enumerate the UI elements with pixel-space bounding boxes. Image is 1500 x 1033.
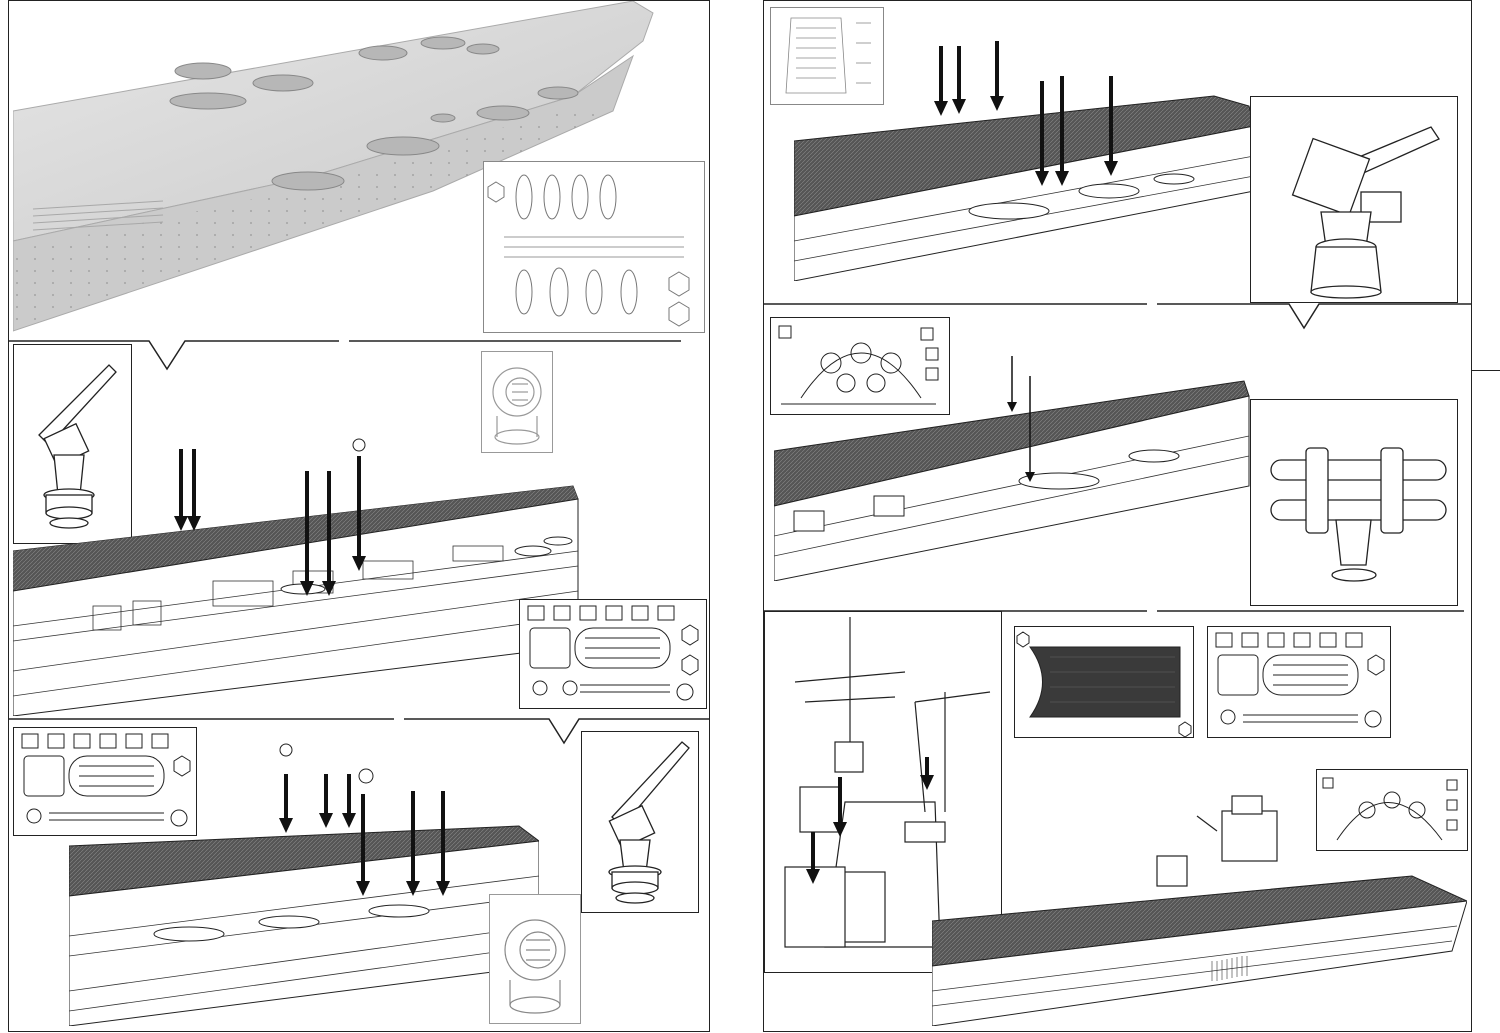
down-arrow-icon — [934, 41, 1118, 186]
step-2-hull-drawing — [13, 441, 583, 716]
photo-etch-sheet-step-2 — [519, 599, 707, 709]
step-1-render-panel — [13, 1, 705, 336]
island-structure-drawing — [784, 617, 991, 948]
photo-etch-sheet-step-6b — [1316, 769, 1468, 851]
island-detail-frame — [764, 611, 1002, 973]
searchlight-icon — [492, 367, 542, 445]
searchlight-icon — [504, 919, 566, 1014]
aa-gun-icon — [38, 364, 117, 529]
aa-gun-icon — [1291, 126, 1440, 299]
page-edge-mark — [1472, 370, 1500, 371]
aa-gun-detail-frame-1 — [13, 344, 132, 544]
photo-etch-sheet-step-6 — [1207, 626, 1391, 738]
twin-gun-detail-frame — [1250, 399, 1458, 606]
down-arrow-icon — [174, 438, 366, 596]
twin-gun-icon — [1270, 447, 1447, 582]
step-divider-3 — [764, 303, 1471, 330]
step-6-full-carrier-drawing — [932, 791, 1467, 1026]
aa-gun-detail-frame-2 — [581, 731, 699, 913]
step-3-hull-drawing — [69, 816, 539, 1026]
step-divider-2 — [9, 718, 709, 745]
right-page — [763, 0, 1472, 1032]
photo-etch-sheet-deck — [770, 7, 884, 105]
step-5-hull-drawing — [774, 376, 1254, 581]
arrow-group-step-3 — [279, 743, 450, 896]
step-divider-1 — [9, 340, 681, 371]
lifeboat-icon — [169, 36, 579, 191]
arrow-group-step-4 — [934, 41, 1118, 186]
searchlight-detail-frame-1 — [481, 351, 553, 453]
down-arrow-icon — [806, 757, 934, 884]
down-arrow-icon — [1007, 356, 1035, 482]
aa-gun-icon — [608, 741, 690, 904]
carrier-render-gray — [13, 1, 654, 332]
down-arrow-icon — [279, 743, 450, 896]
step-4-hull-drawing — [794, 91, 1254, 281]
aa-gun-detail-frame-3 — [1250, 96, 1458, 303]
arrow-group-step-2 — [174, 438, 366, 596]
photo-etch-sheet-flight-deck — [1014, 626, 1194, 738]
searchlight-detail-frame-2 — [489, 894, 581, 1024]
left-page — [8, 0, 710, 1032]
photo-etch-sheet-step-5 — [770, 317, 950, 415]
photo-etch-sheet-step-3 — [13, 727, 197, 836]
photo-etch-sheet-boats — [483, 161, 705, 333]
arrow-group-step-5 — [1007, 356, 1035, 482]
